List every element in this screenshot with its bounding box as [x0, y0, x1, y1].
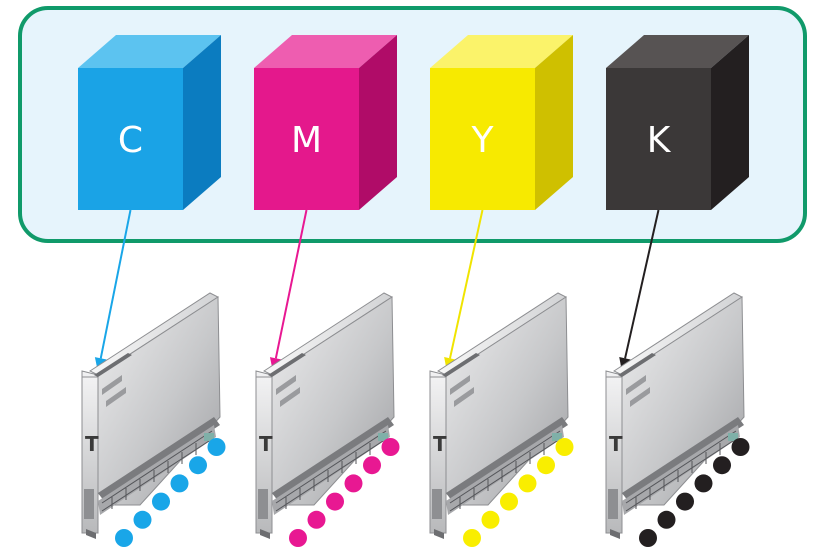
ink-dot — [639, 529, 657, 547]
ink-cube-c: C — [78, 35, 221, 210]
print-heads — [81, 292, 745, 540]
arrow-shaft — [274, 209, 308, 359]
ink-dot — [500, 492, 518, 511]
ink-label: C — [118, 120, 143, 161]
cube-front-face — [606, 68, 711, 210]
print-head-c — [81, 292, 221, 540]
ink-cube-y: Y — [430, 35, 573, 210]
ink-dot — [657, 510, 676, 529]
ink-dot — [555, 438, 574, 456]
ink-dot — [381, 438, 400, 456]
cube-front-face — [78, 68, 183, 210]
cube-top-face — [606, 35, 749, 68]
arrow-shaft — [99, 209, 132, 359]
arrow-shaft — [624, 209, 660, 359]
print-head-m — [255, 292, 395, 540]
cube-top-face — [78, 35, 221, 68]
ink-dot — [152, 492, 170, 511]
ink-label: Y — [471, 120, 495, 161]
ink-dot — [363, 456, 381, 475]
cube-side-face — [711, 35, 749, 210]
ink-cube-k: K — [606, 35, 749, 210]
ink-dot — [170, 474, 189, 493]
ink-dot — [289, 529, 307, 547]
ink-dot — [115, 529, 133, 547]
ink-dot-rows — [115, 438, 750, 547]
ink-dot — [189, 456, 207, 475]
ink-dot — [344, 474, 363, 493]
cube-top-face — [254, 35, 397, 68]
ink-dots-k — [639, 438, 750, 547]
ink-label: K — [647, 120, 672, 161]
print-head-y — [429, 292, 569, 540]
ink-dot — [463, 529, 481, 547]
ink-dots-m — [289, 438, 400, 547]
ink-dots-y — [463, 438, 574, 547]
cube-front-face — [254, 68, 359, 210]
ink-dot — [713, 456, 731, 475]
ink-dot — [133, 510, 152, 529]
cube-front-face — [430, 68, 535, 210]
print-head-k — [605, 292, 745, 540]
ink-dot — [518, 474, 537, 493]
ink-label: M — [291, 120, 322, 161]
ink-dot — [537, 456, 555, 475]
ink-cube-m: M — [254, 35, 397, 210]
ink-dots-c — [115, 438, 226, 547]
ink-dot — [481, 510, 500, 529]
ink-dot — [207, 438, 226, 456]
cube-top-face — [430, 35, 573, 68]
ink-dot — [307, 510, 326, 529]
arrow-shaft — [449, 209, 484, 359]
cube-side-face — [183, 35, 221, 210]
cube-side-face — [359, 35, 397, 210]
ink-dot — [676, 492, 694, 511]
ink-dot — [694, 474, 713, 493]
ink-dot — [731, 438, 750, 456]
cube-side-face — [535, 35, 573, 210]
ink-dot — [326, 492, 344, 511]
